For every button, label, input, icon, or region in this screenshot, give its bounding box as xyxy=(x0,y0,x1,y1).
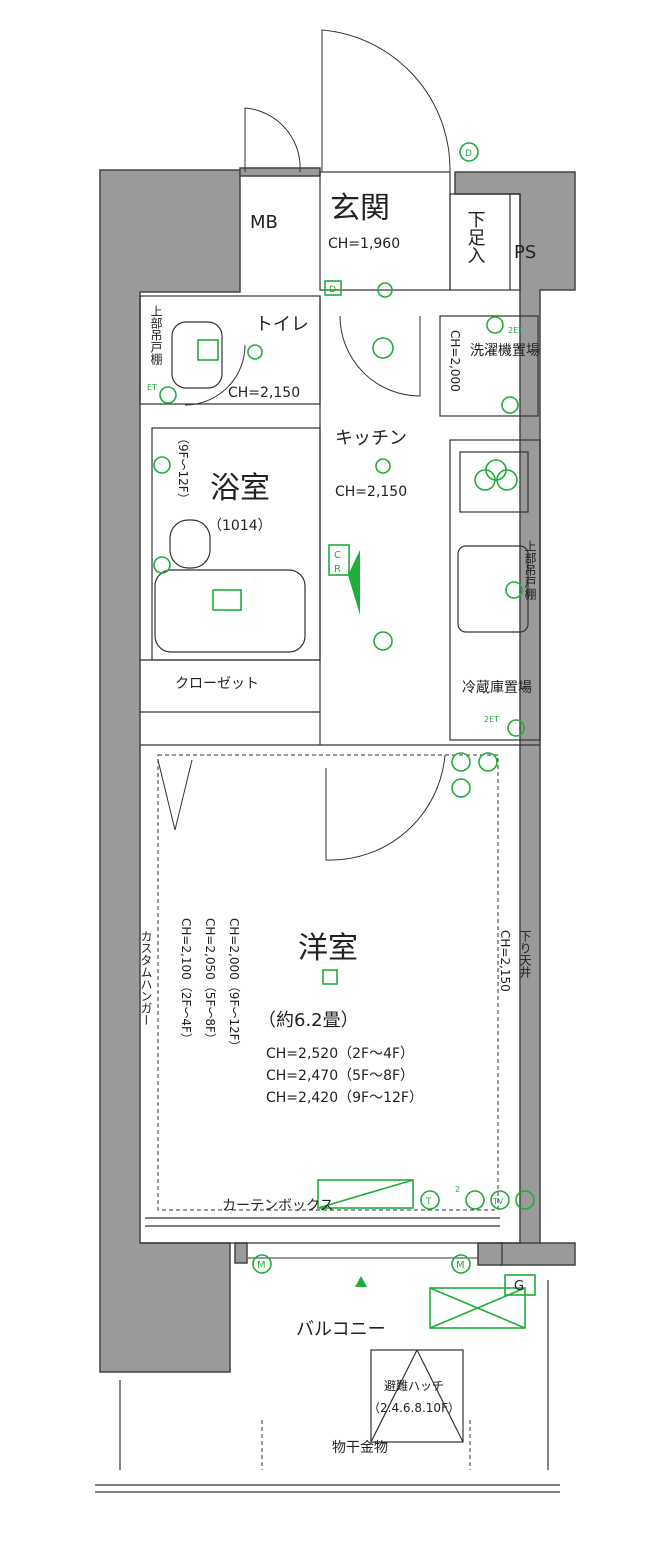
equipment-symbols xyxy=(153,142,536,1329)
symbol-m-right: M xyxy=(456,1260,465,1271)
balcony-label: バルコニー xyxy=(296,1319,386,1340)
kitchen-shelf-label: 上部吊戸棚 xyxy=(523,540,537,601)
room-size: （約6.2畳） xyxy=(258,1010,359,1031)
bath-size: （1014） xyxy=(208,518,272,534)
bath-floor-note: （9F～12F） xyxy=(176,432,190,505)
kitchen-ch: CH=2,150 xyxy=(335,484,407,500)
bath-label: 浴室 xyxy=(210,471,270,506)
partitions xyxy=(139,171,541,1244)
symbol-g: G xyxy=(514,1279,524,1294)
room-ch-3: CH=2,420（9F～12F） xyxy=(266,1090,423,1106)
symbol-d2: D xyxy=(329,285,336,295)
closet-ch-1: CH=2,100（2F～4F） xyxy=(179,918,193,1045)
washer-ch: CH=2,000 xyxy=(448,330,462,392)
closet-ch-3: CH=2,000（9F～12F） xyxy=(227,918,241,1053)
symbol-et: ET xyxy=(147,383,157,392)
symbol-m-left: M xyxy=(257,1260,266,1271)
drop-ceiling-ch: CH=2,150 xyxy=(498,930,512,992)
kitchen-label: キッチン xyxy=(335,428,407,449)
hatch-label: 避難ハッチ xyxy=(384,1378,444,1393)
drying-hardware-label: 物干金物 xyxy=(332,1440,388,1456)
symbol-2et-washer: 2ET xyxy=(508,326,523,335)
symbol-tv: TV xyxy=(492,1197,504,1206)
room-label: 洋室 xyxy=(298,931,358,966)
entrance-ch: CH=1,960 xyxy=(328,236,400,252)
balcony-area xyxy=(95,1280,560,1493)
mb-label: MB xyxy=(250,212,278,233)
closet-label: クローゼット xyxy=(175,676,259,692)
shoe-box-label: 下足入 xyxy=(465,210,486,264)
toilet-ch: CH=2,150 xyxy=(228,385,300,401)
fridge-label: 冷蔵庫置場 xyxy=(462,679,532,696)
closet-ch-2: CH=2,050（5F～8F） xyxy=(203,918,217,1045)
entrance-label: 玄関 xyxy=(330,191,390,226)
labels: 玄関 CH=1,960 MB PS トイレ CH=2,150 キッチン CH=2… xyxy=(139,149,540,1456)
symbol-2: 2 xyxy=(455,1185,460,1194)
ps-label: PS xyxy=(514,242,536,263)
bath-fixtures xyxy=(154,321,529,653)
symbol-c: C xyxy=(334,550,341,561)
doors xyxy=(157,29,478,1259)
drop-ceiling-label: 下り天井 xyxy=(518,930,532,979)
symbol-t: T xyxy=(425,1197,432,1207)
symbol-d: D xyxy=(465,149,472,159)
symbol-r: R xyxy=(334,564,341,575)
upper-shelf-label: 上部吊戸棚 xyxy=(149,305,163,366)
toilet-label: トイレ xyxy=(255,314,309,335)
custom-hanger-label: カスタムハンガー xyxy=(139,930,153,1026)
washer-label: 洗濯機置場 xyxy=(470,343,540,359)
room-ch-2: CH=2,470（5F～8F） xyxy=(266,1068,414,1084)
room-ch-1: CH=2,520（2F～4F） xyxy=(266,1046,414,1062)
curtain-box-label: カーテンボックス xyxy=(222,1198,334,1214)
hatch-floors: （2.4.6.8.10F） xyxy=(368,1401,460,1415)
symbol-2et-fridge: 2ET xyxy=(484,715,499,724)
